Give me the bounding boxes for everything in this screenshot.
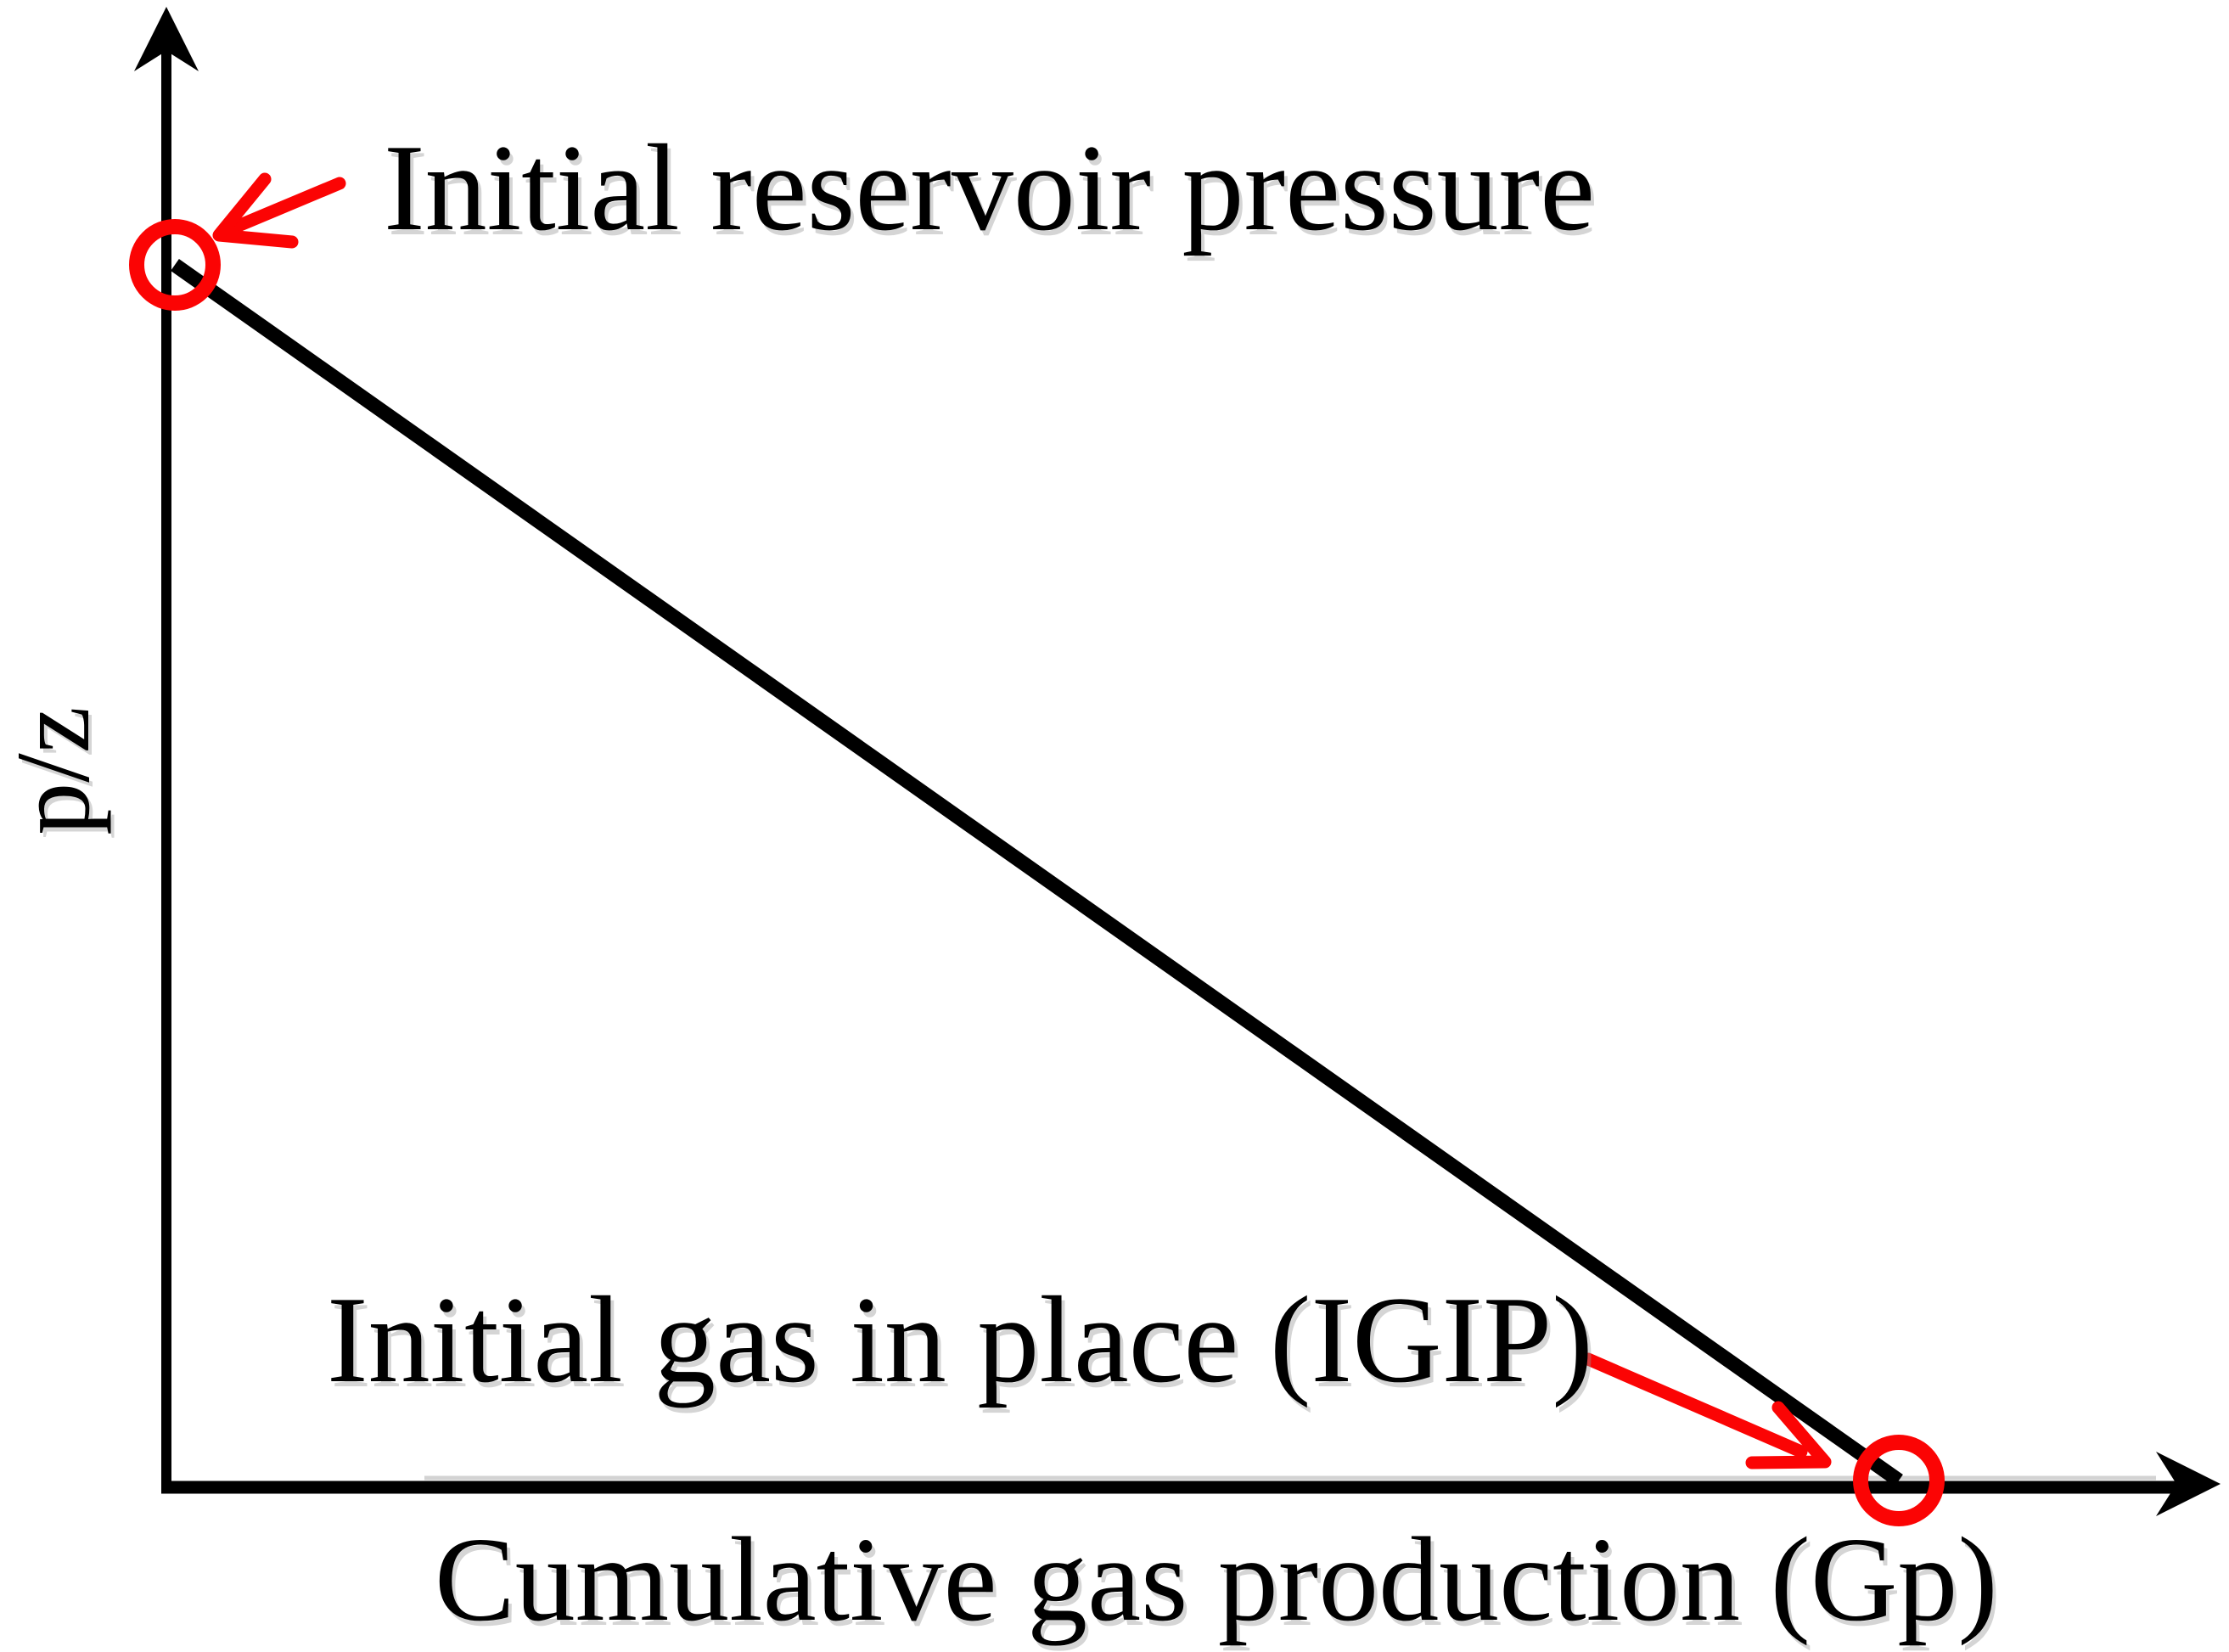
y-axis-title: p/z (0, 706, 111, 835)
igip-arrowhead-icon (1745, 1401, 1832, 1469)
decline-line (171, 259, 1903, 1486)
igip-marker (1853, 1435, 1945, 1526)
initial-pressure-arrow-shaft (227, 177, 346, 234)
x-axis-arrowhead-icon (2156, 1452, 2221, 1516)
y-axis-arrowhead-icon (134, 7, 199, 71)
igip-arrow-shaft (1581, 1352, 1808, 1458)
igip-label: Initial gas in place (IGIP) (327, 1271, 1593, 1408)
initial-pressure-marker (129, 219, 221, 311)
initial-pressure-label: Initial reservoir pressure (384, 119, 1595, 256)
x-axis-title: Cumulative gas production (Gp) (435, 1512, 1998, 1646)
initial-pressure-arrowhead-icon (212, 172, 299, 249)
